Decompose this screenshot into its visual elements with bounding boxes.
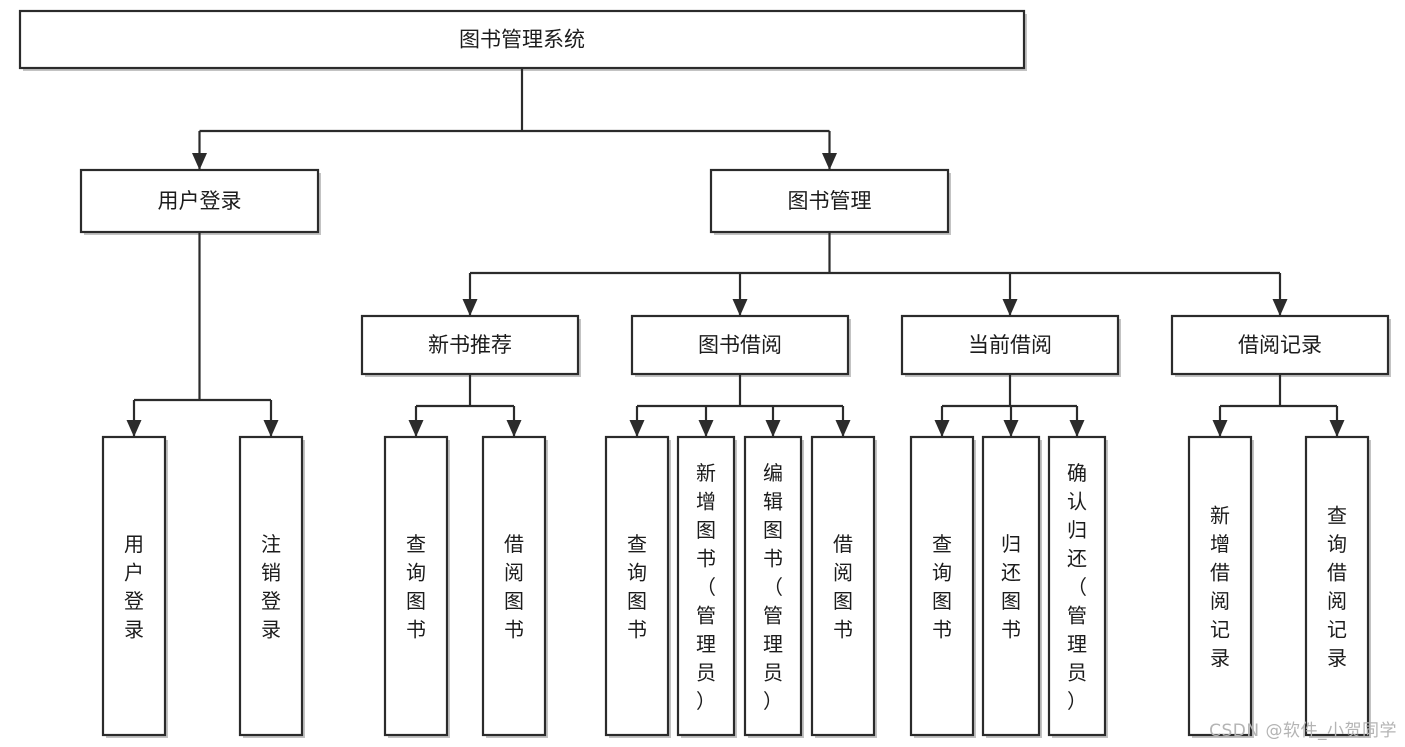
arrow-head-icon [629, 420, 645, 437]
node-label-l2a: 新书推荐 [428, 333, 512, 357]
node-label-root: 图书管理系统 [459, 28, 585, 52]
node-box-l2d[interactable] [1170, 314, 1390, 376]
arrow-head-icon [822, 153, 837, 170]
arrow-head-icon [126, 420, 142, 437]
node-label-l3a1: 用户登录 [124, 532, 144, 642]
node-box-l3d1[interactable] [909, 435, 975, 737]
node-label-l2d: 借阅记录 [1238, 333, 1322, 357]
arrow-head-icon [263, 420, 279, 437]
node-label-l3c3: 编辑图书（管理员） [763, 461, 783, 713]
node-box-l3b1[interactable] [383, 435, 449, 737]
arrow-head-icon [835, 420, 851, 437]
node-box-l3c1[interactable] [604, 435, 670, 737]
node-label-l3a2: 注销登录 [261, 532, 281, 642]
node-label-l3d3: 确认归还（管理员） [1067, 461, 1087, 713]
node-box-l3a2[interactable] [238, 435, 304, 737]
node-box-l3b2[interactable] [481, 435, 547, 737]
label-layer: 图书管理系统用户登录图书管理新书推荐图书借阅当前借阅借阅记录用户登录注销登录查询… [124, 28, 1347, 713]
arrow-head-icon [1212, 420, 1228, 437]
node-label-l3d2: 归还图书 [1001, 532, 1021, 642]
node-box-l2a[interactable] [360, 314, 580, 376]
node-label-l1a: 用户登录 [158, 189, 242, 213]
node-box-l3a1[interactable] [101, 435, 167, 737]
arrow-head-icon [698, 420, 714, 437]
node-box-l3d2[interactable] [981, 435, 1041, 737]
node-label-l3e2: 查询借阅记录 [1327, 504, 1347, 671]
arrow-head-icon [462, 299, 478, 316]
node-box-l1a[interactable] [79, 168, 320, 234]
node-label-l2b: 图书借阅 [698, 333, 782, 357]
node-box-root[interactable] [18, 9, 1026, 70]
arrow-head-icon [732, 299, 748, 316]
node-label-l3c2: 新增图书（管理员） [696, 461, 716, 713]
node-label-l3b1: 查询图书 [406, 532, 426, 642]
node-box-l1b[interactable] [709, 168, 950, 234]
node-box-l3e1[interactable] [1187, 435, 1253, 737]
arrow-head-icon [408, 420, 424, 437]
arrow-head-icon [765, 420, 781, 437]
node-label-l3b2: 借阅图书 [504, 532, 524, 642]
arrow-head-icon [1272, 299, 1288, 316]
arrow-head-icon [1003, 420, 1019, 437]
node-label-l3e1: 新增借阅记录 [1210, 504, 1230, 671]
node-label-l3c4: 借阅图书 [833, 532, 853, 642]
node-box-l2c[interactable] [900, 314, 1120, 376]
node-label-l3d1: 查询图书 [932, 532, 952, 642]
node-label-l2c: 当前借阅 [968, 333, 1052, 357]
arrow-head-icon [1002, 299, 1018, 316]
arrow-head-icon [192, 153, 207, 170]
arrow-head-icon [934, 420, 950, 437]
node-box-l3c4[interactable] [810, 435, 876, 737]
node-box-l2b[interactable] [630, 314, 850, 376]
node-box-l3c3[interactable] [743, 435, 803, 737]
node-box-l3c2[interactable] [676, 435, 736, 737]
node-box-l3d3[interactable] [1047, 435, 1107, 737]
node-label-l1b: 图书管理 [788, 189, 872, 213]
arrow-head-icon [506, 420, 522, 437]
node-layer [18, 9, 1390, 737]
node-box-l3e2[interactable] [1304, 435, 1370, 737]
edge-layer [126, 68, 1345, 437]
node-label-l3c1: 查询图书 [627, 532, 647, 642]
arrow-head-icon [1329, 420, 1345, 437]
arrow-head-icon [1069, 420, 1085, 437]
